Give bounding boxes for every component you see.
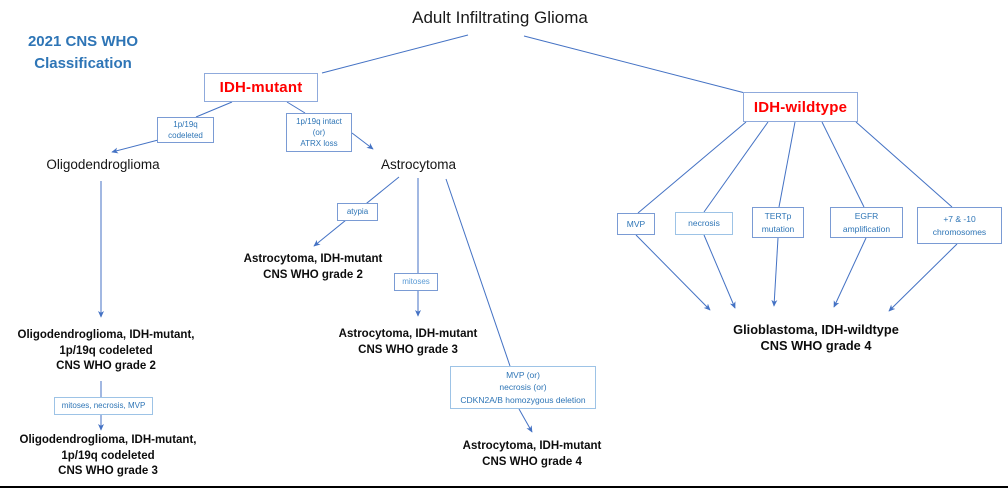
mitoses-necrosis-mvp-label: mitoses, necrosis, MVP: [61, 401, 146, 411]
oligo-grade2-line2: 1p/19q codeleted: [59, 344, 153, 357]
edge-necrosis-to-gbm: [703, 234, 736, 309]
idh-mutant-box: IDH-mutant: [204, 73, 318, 102]
cdkn-line3: CDKN2A/B homozygous deletion: [460, 394, 586, 405]
astro-grade2-line2: CNS WHO grade 2: [263, 268, 363, 281]
astrocytoma-label: Astrocytoma: [380, 157, 457, 172]
mvp-necrosis-cdkn-criteria-box: MVP (or) necrosis (or) CDKN2A/B homozygo…: [450, 366, 596, 409]
astro-grade2-line1: Astrocytoma, IDH-mutant: [243, 253, 383, 265]
edge-wt-to-necrosis: [703, 121, 769, 213]
intact-atrx-criteria-box: 1p/19q intact (or) ATRX loss: [286, 113, 352, 152]
edge-wt-to-mvp: [637, 121, 747, 214]
oligo-grade2-diagnosis: Oligodendroglioma, IDH-mutant, 1p/19q co…: [10, 328, 202, 375]
classification-label-line1: 2021 CNS WHO: [27, 33, 139, 50]
astro-grade4-line2: CNS WHO grade 4: [482, 455, 582, 468]
astro-grade2-diagnosis: Astrocytoma, IDH-mutant CNS WHO grade 2: [237, 252, 389, 283]
gbm-grade4-line1: Glioblastoma, IDH-wildtype: [733, 322, 899, 337]
astro-grade3-line2: CNS WHO grade 3: [358, 343, 458, 356]
edge-mutant-to-codeleted: [195, 101, 233, 118]
mitoses-criteria-box: mitoses: [394, 273, 438, 291]
atypia-label: atypia: [346, 207, 369, 217]
oligo-grade2-line1: Oligodendroglioma, IDH-mutant,: [17, 329, 195, 341]
edge-title-to-idh-wildtype: [523, 35, 746, 94]
oligodendroglioma-label: Oligodendroglioma: [46, 157, 160, 172]
tertp-line1: TERTp: [764, 211, 792, 222]
egfr-criteria-box: EGFR amplification: [830, 207, 903, 238]
tertp-criteria-box: TERTp mutation: [752, 207, 804, 238]
edge-wt-to-egfr: [821, 121, 865, 208]
edge-mvp-to-gbm: [635, 234, 711, 311]
oligo-grade3-diagnosis: Oligodendroglioma, IDH-mutant, 1p/19q co…: [12, 433, 204, 480]
necrosis-criteria-box: necrosis: [675, 212, 733, 235]
atypia-criteria-box: atypia: [337, 203, 378, 221]
edge-tertp-to-gbm: [771, 237, 779, 307]
intact-line3: ATRX loss: [300, 139, 338, 149]
page-title: Adult Infiltrating Glioma: [412, 8, 588, 27]
astro-grade3-line1: Astrocytoma, IDH-mutant: [338, 328, 478, 340]
egfr-line2: amplification: [842, 223, 891, 234]
astro-grade3-diagnosis: Astrocytoma, IDH-mutant CNS WHO grade 3: [332, 327, 484, 358]
intact-line2: (or): [312, 127, 326, 137]
gbm-grade4-line2: CNS WHO grade 4: [760, 338, 872, 354]
bottom-divider: [0, 486, 1008, 488]
mitoses-label: mitoses: [402, 277, 430, 287]
edge-wt-to-chr: [855, 121, 953, 208]
codeleted-line1: 1p/19q: [173, 119, 198, 129]
oligo-grade2-line3: CNS WHO grade 2: [56, 360, 156, 373]
idh-mutant-label: IDH-mutant: [219, 79, 303, 96]
classification-label: 2021 CNS WHO Classification: [8, 31, 158, 75]
codeleted-criteria-box: 1p/19q codeleted: [157, 117, 214, 143]
chromosomes-line1: +7 & -10: [943, 214, 976, 225]
astro-grade4-diagnosis: Astrocytoma, IDH-mutant CNS WHO grade 4: [456, 439, 608, 470]
oligo-grade3-line1: Oligodendroglioma, IDH-mutant,: [19, 434, 197, 446]
cdkn-line2: necrosis (or): [499, 382, 547, 393]
mvp-label: MVP: [626, 218, 646, 229]
necrosis-label: necrosis: [688, 218, 720, 229]
chromosomes-line2: chromosomes: [932, 226, 987, 237]
astro-grade4-line1: Astrocytoma, IDH-mutant: [462, 440, 602, 452]
edge-egfr-to-gbm: [833, 237, 867, 308]
edge-mutant-to-intact: [286, 101, 306, 114]
edge-astro-to-cdkn-box: [445, 178, 511, 367]
chromosomes-criteria-box: +7 & -10 chromosomes: [917, 207, 1002, 244]
mitoses-necrosis-mvp-criteria-box: mitoses, necrosis, MVP: [54, 397, 153, 415]
codeleted-line2: codeleted: [168, 131, 203, 140]
idh-wildtype-box: IDH-wildtype: [743, 92, 858, 122]
edge-codeleted-to-oligo: [111, 138, 163, 154]
mvp-criteria-box: MVP: [617, 213, 655, 235]
edge-wt-to-tertp: [778, 121, 796, 208]
edge-cdkn-to-grade4: [518, 408, 533, 433]
classification-label-line2: Classification: [34, 54, 132, 72]
edge-intact-to-astro: [351, 132, 374, 150]
oligo-grade3-line3: CNS WHO grade 3: [58, 465, 158, 478]
oligo-grade3-line2: 1p/19q codeleted: [61, 449, 155, 462]
intact-line1: 1p/19q intact: [296, 116, 342, 126]
gbm-grade4-diagnosis: Glioblastoma, IDH-wildtype CNS WHO grade…: [716, 322, 916, 355]
egfr-line1: EGFR: [854, 211, 879, 222]
idh-wildtype-label: IDH-wildtype: [753, 98, 848, 116]
cdkn-line1: MVP (or): [506, 370, 540, 381]
tertp-line2: mutation: [761, 223, 795, 234]
edge-chr-to-gbm: [888, 243, 958, 312]
edge-title-to-idh-mutant: [321, 34, 469, 74]
